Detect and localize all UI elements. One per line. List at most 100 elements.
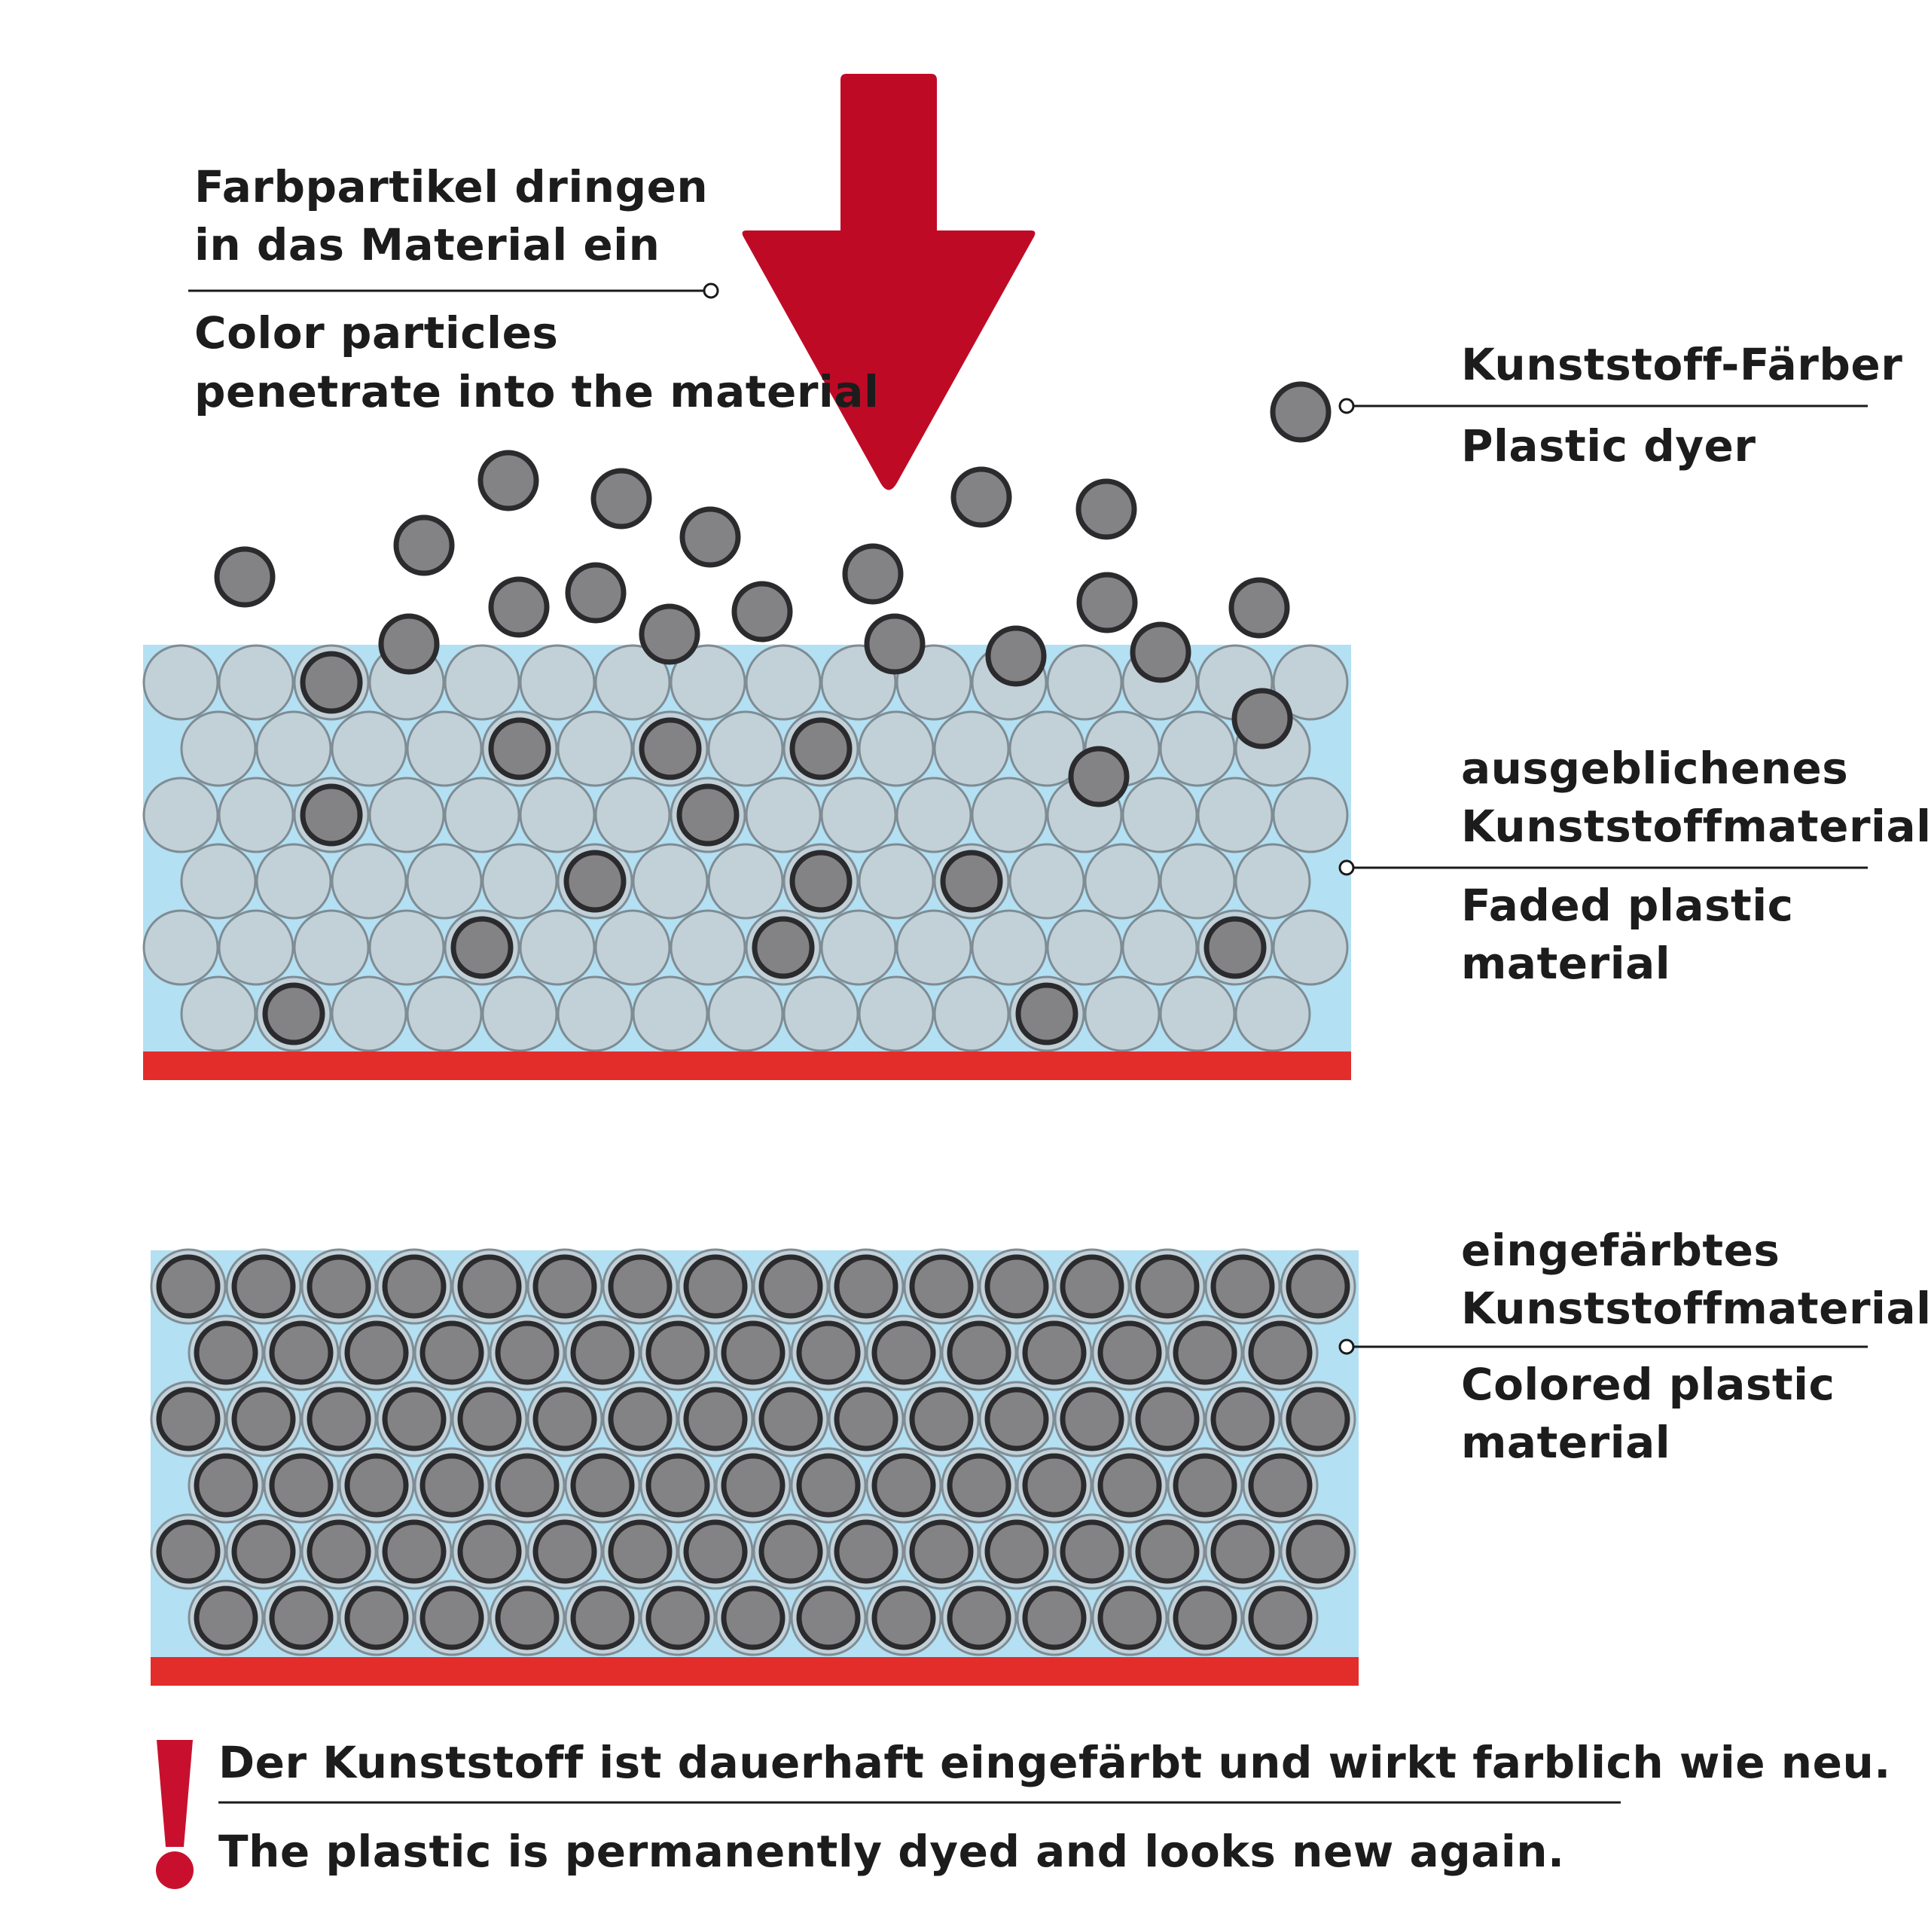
colored-particle-dye bbox=[608, 1254, 673, 1319]
label-dyer: Kunststoff-Färber Plastic dyer bbox=[1461, 339, 1902, 472]
falling-dye-particle bbox=[393, 514, 455, 576]
colored-particle-dye bbox=[758, 1254, 823, 1319]
colored-particle-dye bbox=[1022, 1453, 1087, 1518]
absorbed-dye-particle bbox=[1203, 916, 1267, 979]
colored-particle-dye bbox=[834, 1519, 898, 1584]
label-penetrate-en-line2: penetrate into the material bbox=[194, 366, 879, 417]
colored-particle-dye bbox=[721, 1453, 786, 1518]
faded-particle bbox=[557, 710, 633, 787]
absorbed-dye-particle bbox=[488, 717, 551, 780]
label-colored-en-line2: material bbox=[1461, 1417, 1670, 1468]
colored-particle-dye bbox=[231, 1519, 296, 1584]
falling-dye-particle bbox=[864, 613, 926, 675]
faded-particle bbox=[1008, 710, 1085, 787]
falling-dye-particle bbox=[378, 613, 440, 675]
colored-particle-dye bbox=[1173, 1586, 1237, 1650]
faded-particle bbox=[481, 975, 558, 1052]
faded-particle bbox=[1234, 975, 1311, 1052]
colored-particle-dye bbox=[1286, 1254, 1350, 1319]
colored-particle-dye bbox=[457, 1387, 522, 1451]
label-colored-de-line1: eingefärbtes bbox=[1461, 1225, 1780, 1276]
colored-particle-dye bbox=[1210, 1519, 1275, 1584]
colored-particle-dye bbox=[721, 1320, 786, 1385]
faded-particle bbox=[1159, 843, 1236, 920]
faded-particle bbox=[1272, 909, 1349, 986]
colored-particle-dye bbox=[645, 1453, 710, 1518]
colored-particle-dye bbox=[344, 1453, 409, 1518]
footer-de: Der Kunststoff ist dauerhaft eingefärbt … bbox=[218, 1737, 1891, 1788]
dye-particle-icon bbox=[1270, 381, 1332, 443]
faded-particle bbox=[1084, 975, 1161, 1052]
label-dyer-de: Kunststoff-Färber bbox=[1461, 339, 1902, 390]
colored-particle-dye bbox=[344, 1320, 409, 1385]
falling-dye-particle bbox=[639, 603, 700, 665]
colored-particle-dye bbox=[1135, 1254, 1200, 1319]
colored-particle-dye bbox=[269, 1320, 334, 1385]
colored-particle-dye bbox=[1248, 1453, 1313, 1518]
colored-particle-dye bbox=[683, 1519, 748, 1584]
colored-particle-dye bbox=[796, 1586, 861, 1650]
falling-dye-particle bbox=[985, 625, 1047, 687]
colored-particle-dye bbox=[419, 1586, 484, 1650]
falling-dye-particle bbox=[731, 581, 793, 642]
leader-colored-dot bbox=[1338, 1338, 1355, 1355]
faded-particle bbox=[218, 777, 294, 853]
faded-particle bbox=[1159, 975, 1236, 1052]
falling-dye-particle bbox=[1075, 478, 1137, 540]
absorbed-dye-particle bbox=[639, 717, 702, 780]
colored-particle-dye bbox=[1286, 1519, 1350, 1584]
colored-particle-dye bbox=[645, 1586, 710, 1650]
label-faded-en-line1: Faded plastic bbox=[1461, 880, 1793, 931]
faded-particle bbox=[255, 843, 332, 920]
colored-particle-dye bbox=[156, 1254, 221, 1319]
colored-particle-dye bbox=[419, 1453, 484, 1518]
falling-dye-particle bbox=[842, 543, 904, 605]
colored-particle-dye bbox=[984, 1519, 1049, 1584]
faded-layer-base-strip bbox=[143, 1051, 1351, 1080]
faded-particle bbox=[670, 909, 746, 986]
faded-particle bbox=[745, 644, 822, 721]
faded-particle bbox=[632, 843, 709, 920]
falling-dye-particle bbox=[477, 450, 539, 511]
colored-particle-dye bbox=[382, 1519, 447, 1584]
colored-particle-dye bbox=[758, 1519, 823, 1584]
colored-particle-dye bbox=[1097, 1586, 1162, 1650]
absorbed-dye-particle bbox=[940, 850, 1003, 913]
absorbed-dye-particle bbox=[563, 850, 627, 913]
faded-particle bbox=[971, 777, 1048, 853]
absorbed-dye-particle bbox=[1015, 982, 1078, 1045]
colored-particle-dye bbox=[1022, 1586, 1087, 1650]
faded-particle bbox=[1197, 777, 1274, 853]
faded-particle bbox=[707, 843, 784, 920]
colored-particle-dye bbox=[495, 1453, 560, 1518]
faded-particle bbox=[858, 975, 935, 1052]
faded-particle bbox=[1008, 843, 1085, 920]
colored-particle-dye bbox=[645, 1320, 710, 1385]
colored-particle-dye bbox=[871, 1453, 936, 1518]
colored-particle-dye bbox=[796, 1320, 861, 1385]
colored-particle-dye bbox=[1097, 1453, 1162, 1518]
absorbed-dye-particle bbox=[300, 783, 363, 847]
faded-particle bbox=[594, 777, 671, 853]
faded-particle bbox=[782, 975, 859, 1052]
label-dyer-en: Plastic dyer bbox=[1461, 420, 1756, 472]
colored-particle-dye bbox=[1173, 1453, 1237, 1518]
faded-particle bbox=[519, 777, 596, 853]
faded-particle bbox=[557, 975, 633, 1052]
colored-particle-dye bbox=[419, 1320, 484, 1385]
colored-particle-dye bbox=[1022, 1320, 1087, 1385]
label-penetrate-en-line1: Color particles bbox=[194, 307, 558, 359]
colored-particle-dye bbox=[1135, 1387, 1200, 1451]
colored-particle-dye bbox=[1060, 1519, 1124, 1584]
falling-dye-particles bbox=[214, 450, 1293, 807]
colored-particle-dye bbox=[457, 1519, 522, 1584]
faded-particle bbox=[519, 644, 596, 721]
colored-particle-dye bbox=[947, 1320, 1011, 1385]
faded-particle bbox=[255, 710, 332, 787]
colored-particle-dye bbox=[1060, 1387, 1124, 1451]
colored-particle-dye bbox=[344, 1586, 409, 1650]
label-faded-de-line1: ausgeblichenes bbox=[1461, 743, 1848, 794]
falling-dye-particle bbox=[565, 562, 627, 624]
falling-dye-particle bbox=[1130, 621, 1191, 683]
